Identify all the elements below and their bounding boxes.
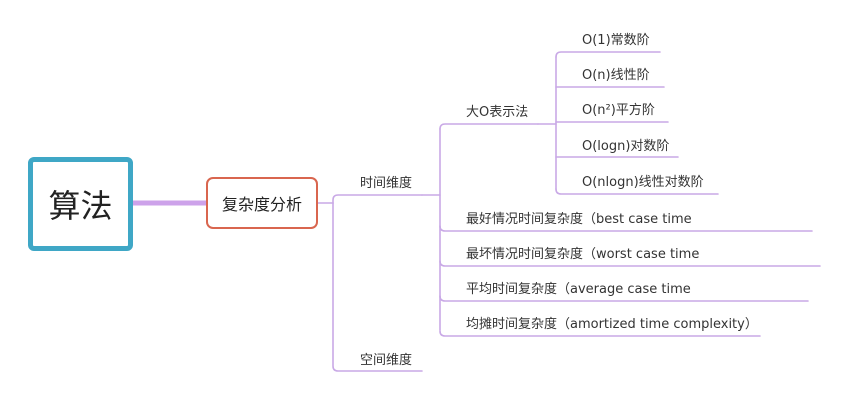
topic-case[interactable]: 均摊时间复杂度（amortized time complexity） bbox=[466, 317, 758, 332]
root-topic-label: 算法 bbox=[48, 187, 113, 225]
connector-time-case2 bbox=[439, 260, 821, 267]
topic-case[interactable]: 最坏情况时间复杂度（worst case time bbox=[466, 247, 700, 262]
topic-big-o-notation[interactable]: 大O表示法 bbox=[466, 105, 529, 120]
root-topic[interactable]: 算法 bbox=[28, 157, 133, 251]
topic-case[interactable]: 最好情况时间复杂度（best case time bbox=[466, 212, 692, 227]
connector-time-case3 bbox=[439, 295, 809, 302]
connector-time-case1 bbox=[439, 225, 813, 232]
topic-big-o-item[interactable]: O(nlogn)线性对数阶 bbox=[582, 175, 704, 190]
connector-time-case4 bbox=[439, 330, 761, 337]
topic-big-o-item[interactable]: O(logn)对数阶 bbox=[582, 139, 670, 154]
topic-big-o-item[interactable]: O(n)线性阶 bbox=[582, 68, 650, 83]
connector-hub-time bbox=[332, 194, 423, 204]
connector-time-bigo bbox=[439, 123, 539, 130]
connector-bigo-item1 bbox=[555, 51, 661, 58]
main-topic-label: 复杂度分析 bbox=[221, 195, 302, 214]
topic-big-o-item[interactable]: O(n²)平方阶 bbox=[582, 103, 655, 118]
topic-space-dimension[interactable]: 空间维度 bbox=[360, 353, 413, 368]
topic-big-o-item[interactable]: O(1)常数阶 bbox=[582, 33, 650, 48]
topic-time-dimension[interactable]: 时间维度 bbox=[360, 176, 413, 191]
connector-hub-space bbox=[332, 202, 423, 372]
main-topic[interactable]: 复杂度分析 bbox=[206, 177, 318, 229]
topic-case[interactable]: 平均时间复杂度（average case time bbox=[466, 282, 691, 297]
connector-bigo-item5 bbox=[555, 188, 719, 195]
